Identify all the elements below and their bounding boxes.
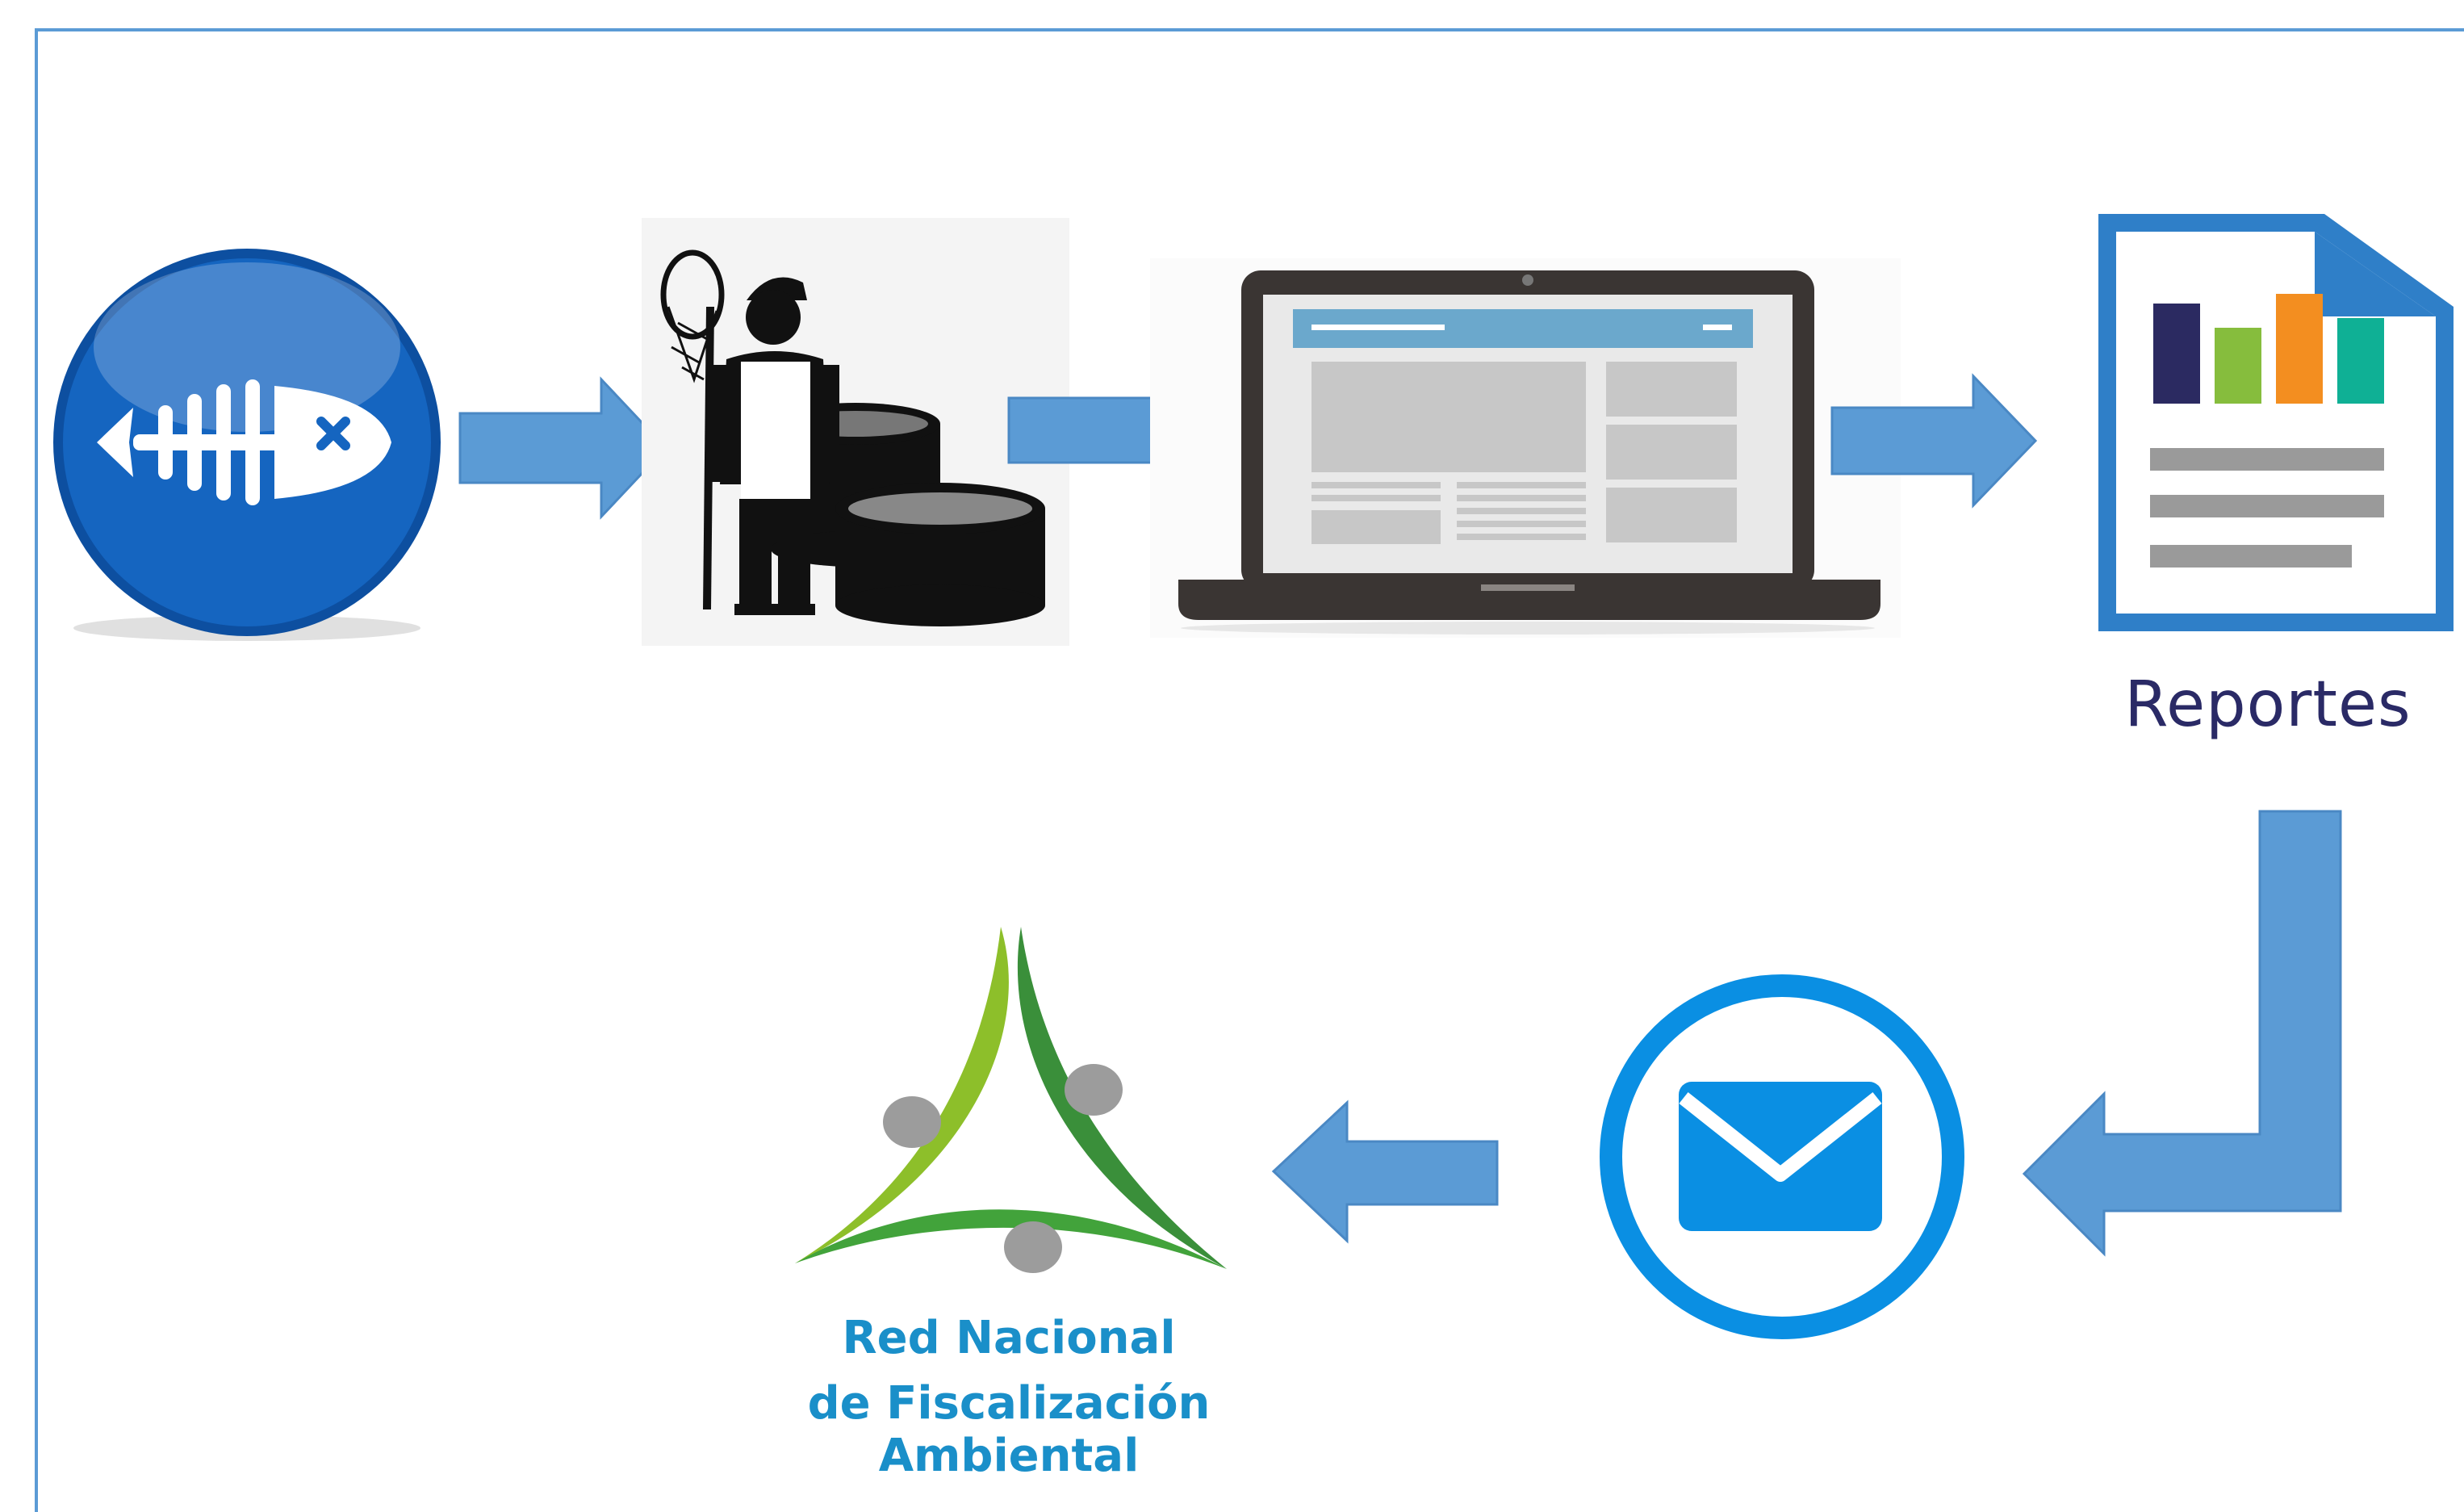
rnfa-label-line1: Red Nacional: [842, 1312, 1176, 1364]
diagram-frame: [35, 28, 2464, 1512]
fish-skeleton-badge-icon: [53, 249, 441, 641]
flow-arrow-3: [1830, 373, 2038, 509]
envelope-circle-icon: [1600, 974, 1964, 1339]
fisherman-with-net-icon: [642, 218, 1069, 646]
rnfa-logo-icon: [795, 927, 1227, 1273]
laptop-dashboard-icon: [1150, 258, 1901, 638]
report-document-icon: [2098, 214, 2454, 631]
rnfa-label-line2: de Fiscalización Ambiental: [807, 1377, 1211, 1482]
flow-arrow-5: [1271, 1099, 1499, 1244]
flow-arrow-4: [2022, 810, 2342, 1257]
reportes-label: Reportes: [2124, 668, 2412, 741]
flow-arrow-1: [458, 376, 668, 520]
